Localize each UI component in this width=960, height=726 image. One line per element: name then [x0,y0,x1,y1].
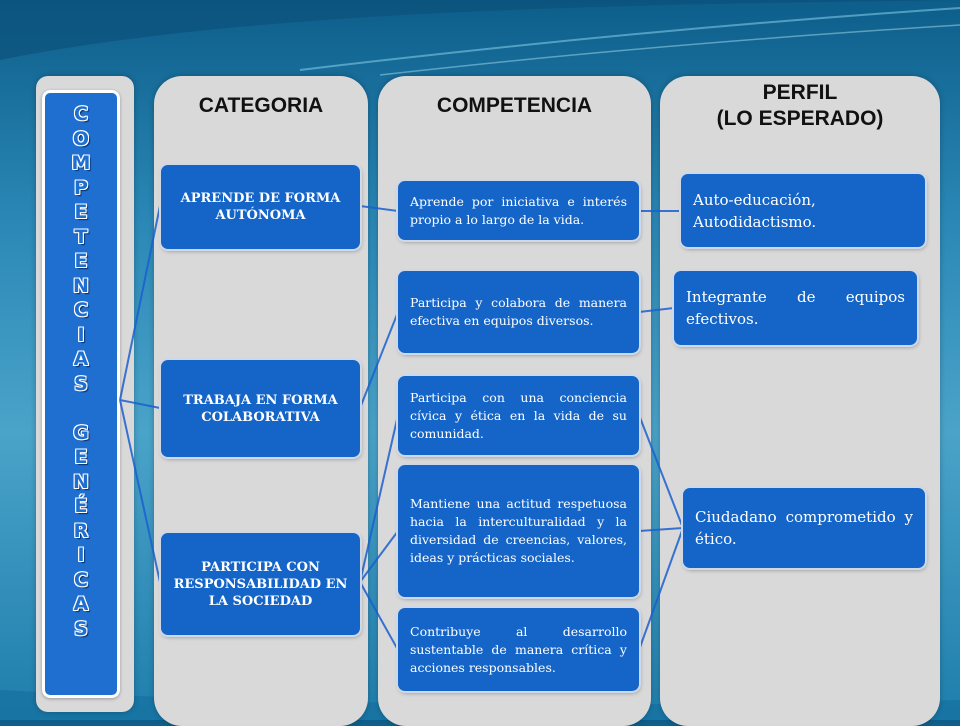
categoria-box-3: PARTICIPA CON RESPONSABILIDAD EN LA SOCI… [161,533,360,635]
perfil-box-1: Auto-educación, Autodidactismo. [681,174,925,247]
perfil-text: Integrante de equipos efectivos. [686,288,905,328]
perfil-box-3: Ciudadano comprometido y ético. [683,488,925,568]
perfil-text: Auto-educación, Autodidactismo. [693,190,817,231]
competencia-box-5: Contribuye al desarrollo sustentable de … [398,608,639,691]
competencia-box-2: Participa y colabora de manera efectiva … [398,271,639,353]
perfil-box-2: Integrante de equipos efectivos. [674,271,917,345]
competencia-header: COMPETENCIA [436,94,593,117]
categoria-box-2: TRABAJA EN FORMA COLABORATIVA [161,360,360,457]
categoria-label: PARTICIPA CON RESPONSABILIDAD EN LA SOCI… [173,559,348,609]
categoria-label: TRABAJA EN FORMA COLABORATIVA [183,392,338,425]
perfil-header-line1: PERFIL [762,81,838,104]
competencia-box-1: Aprende por iniciativa e interés propio … [398,181,639,240]
competencia-text: Mantiene una actitud respetuosa hacia la… [410,496,627,565]
competencias-genericas-bar: C O M P E T E N C I A S G E N É R I C A … [42,90,120,698]
competencia-text: Participa y colabora de manera efectiva … [410,295,627,328]
competencia-box-4: Mantiene una actitud respetuosa hacia la… [398,465,639,597]
categoria-box-1: APRENDE DE FORMA AUTÓNOMA [161,165,360,249]
perfil-header-line2: (LO ESPERADO) [716,107,884,130]
competencia-text: Contribuye al desarrollo sustentable de … [410,623,627,675]
categoria-header: CATEGORIA [198,94,324,117]
vertical-title: C O M P E T E N C I A S G E N É R I C A … [71,103,91,640]
perfil-header: PERFIL (LO ESPERADO) [660,80,940,132]
perfil-text: Ciudadano comprometido y ético. [695,508,913,548]
competencia-text: Aprende por iniciativa e interés propio … [410,193,627,227]
competencia-box-3: Participa con una conciencia cívica y ét… [398,376,639,455]
categoria-label: APRENDE DE FORMA AUTÓNOMA [180,191,341,223]
competencia-text: Participa con una conciencia cívica y ét… [410,389,627,441]
